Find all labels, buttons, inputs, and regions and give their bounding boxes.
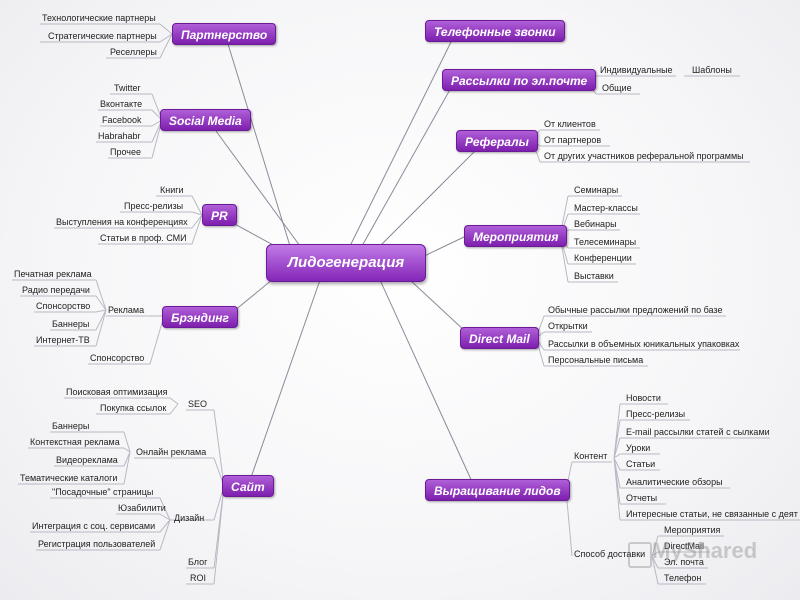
leaf-group[interactable]: Реклама xyxy=(108,305,145,315)
node-direct-mail[interactable]: Direct Mail xyxy=(460,327,539,349)
leaf-item[interactable]: Мастер-классы xyxy=(574,203,638,213)
node-lead-nurturing[interactable]: Выращивание лидов xyxy=(425,479,570,501)
leaf-item[interactable]: Видеореклама xyxy=(56,455,118,465)
leaf-item[interactable]: Twitter xyxy=(114,83,141,93)
leaf-item[interactable]: Вебинары xyxy=(574,219,617,229)
leaf-item[interactable]: Уроки xyxy=(626,443,651,453)
leaf-item[interactable]: Эл. почта xyxy=(664,557,704,567)
leaf-item[interactable]: Выступления на конференциях xyxy=(56,217,188,227)
leaf-item[interactable]: Общие xyxy=(602,83,632,93)
leaf-item[interactable]: Интересные статьи, не связанные с деятел… xyxy=(626,509,798,519)
leaf-item[interactable]: Блог xyxy=(188,557,208,567)
leaf-item[interactable]: Шаблоны xyxy=(692,65,732,75)
leaf-item[interactable]: E-mail рассылки статей с сылками xyxy=(626,427,770,437)
leaf-item[interactable]: Тематические каталоги xyxy=(20,473,118,483)
node-phone-calls[interactable]: Телефонные звонки xyxy=(425,20,565,42)
leaf-item[interactable]: Конференции xyxy=(574,253,632,263)
leaf-item[interactable]: Новости xyxy=(626,393,661,403)
leaf-item[interactable]: Обычные рассылки предложений по базе xyxy=(548,305,723,315)
leaf-item[interactable]: Спонсорство xyxy=(36,301,91,311)
leaf-item[interactable]: Интернет-ТВ xyxy=(36,335,90,345)
node-site[interactable]: Сайт xyxy=(222,475,274,497)
leaf-item[interactable]: Баннеры xyxy=(52,421,90,431)
leaf-item[interactable]: Радио передачи xyxy=(22,285,90,295)
leaf-item[interactable]: Юзабилити xyxy=(118,503,166,513)
leaf-group[interactable]: Контент xyxy=(574,451,608,461)
leaf-item[interactable]: Телесеминары xyxy=(574,237,637,247)
leaf-item[interactable]: Поисковая оптимизация xyxy=(66,387,168,397)
leaf-item[interactable]: Баннеры xyxy=(52,319,90,329)
leaf-item[interactable]: Интеграция с соц. сервисами xyxy=(32,521,156,531)
leaf-item[interactable]: Книги xyxy=(160,185,184,195)
leaf-item[interactable]: Рассылки в объемных юникальных упаковках xyxy=(548,339,740,349)
leaf-item[interactable]: Стратегические партнеры xyxy=(48,31,157,41)
leaf-group[interactable]: SEO xyxy=(188,399,208,409)
leaf-item[interactable]: Телефон xyxy=(664,573,702,583)
node-pr[interactable]: PR xyxy=(202,204,237,226)
leaf-item[interactable]: Контекстная реклама xyxy=(30,437,120,447)
leaf-item[interactable]: Реселлеры xyxy=(110,47,157,57)
node-referrals[interactable]: Рефералы xyxy=(456,130,538,152)
leaf-item[interactable]: Семинары xyxy=(574,185,619,195)
leaf-item[interactable]: DirectMail xyxy=(664,541,705,551)
leaf-item[interactable]: Facebook xyxy=(102,115,142,125)
leaf-item[interactable]: Персональные письма xyxy=(548,355,644,365)
leaf-item[interactable]: Habrahabr xyxy=(98,131,141,141)
node-social-media[interactable]: Social Media xyxy=(160,109,251,131)
leaf-item[interactable]: Спонсорство xyxy=(90,353,145,363)
watermark-text: MyShared xyxy=(652,538,758,563)
node-events[interactable]: Мероприятия xyxy=(464,225,568,247)
leaf-item[interactable]: Мероприятия xyxy=(664,525,721,535)
node-partnership[interactable]: Партнерство xyxy=(172,23,277,45)
leaf-item[interactable]: Вконтакте xyxy=(100,99,143,109)
leaf-item[interactable]: Отчеты xyxy=(626,493,658,503)
leaf-item[interactable]: Пресс-релизы xyxy=(626,409,686,419)
node-email-mailings[interactable]: Рассылки по эл.почте xyxy=(442,69,597,91)
leaf-item[interactable]: Аналитические обзоры xyxy=(626,477,723,487)
leaf-item[interactable]: Пресс-релизы xyxy=(124,201,184,211)
leaf-item[interactable]: Индивидуальные xyxy=(600,65,673,75)
leaf-item[interactable]: От других участников реферальной програм… xyxy=(544,151,744,161)
leaf-item[interactable]: ROI xyxy=(190,573,207,583)
watermark-logo xyxy=(628,542,652,568)
leaf-item[interactable]: Прочее xyxy=(110,147,141,157)
leaf-item[interactable]: От клиентов xyxy=(544,119,596,129)
leaf-item[interactable]: От партнеров xyxy=(544,135,602,145)
leaf-item[interactable]: Статьи xyxy=(626,459,656,469)
leaf-item[interactable]: Регистрация пользователей xyxy=(38,539,156,549)
leaf-item[interactable]: Открытки xyxy=(548,321,588,331)
leaf-item[interactable]: Выставки xyxy=(574,271,614,281)
leaf-group[interactable]: Способ доставки xyxy=(574,549,646,559)
leaf-item[interactable]: "Посадочные" страницы xyxy=(52,487,154,497)
node-branding[interactable]: Брэндинг xyxy=(162,306,238,328)
leaf-item[interactable]: Технологические партнеры xyxy=(42,13,156,23)
leaf-group[interactable]: Онлайн реклама xyxy=(136,447,207,457)
leaf-item[interactable]: Печатная реклама xyxy=(14,269,92,279)
leaf-group[interactable]: Дизайн xyxy=(174,513,205,523)
leaf-item[interactable]: Покупка ссылок xyxy=(100,403,167,413)
central-topic[interactable]: Лидогенерация xyxy=(266,244,426,282)
leaf-item[interactable]: Статьи в проф. СМИ xyxy=(100,233,187,243)
